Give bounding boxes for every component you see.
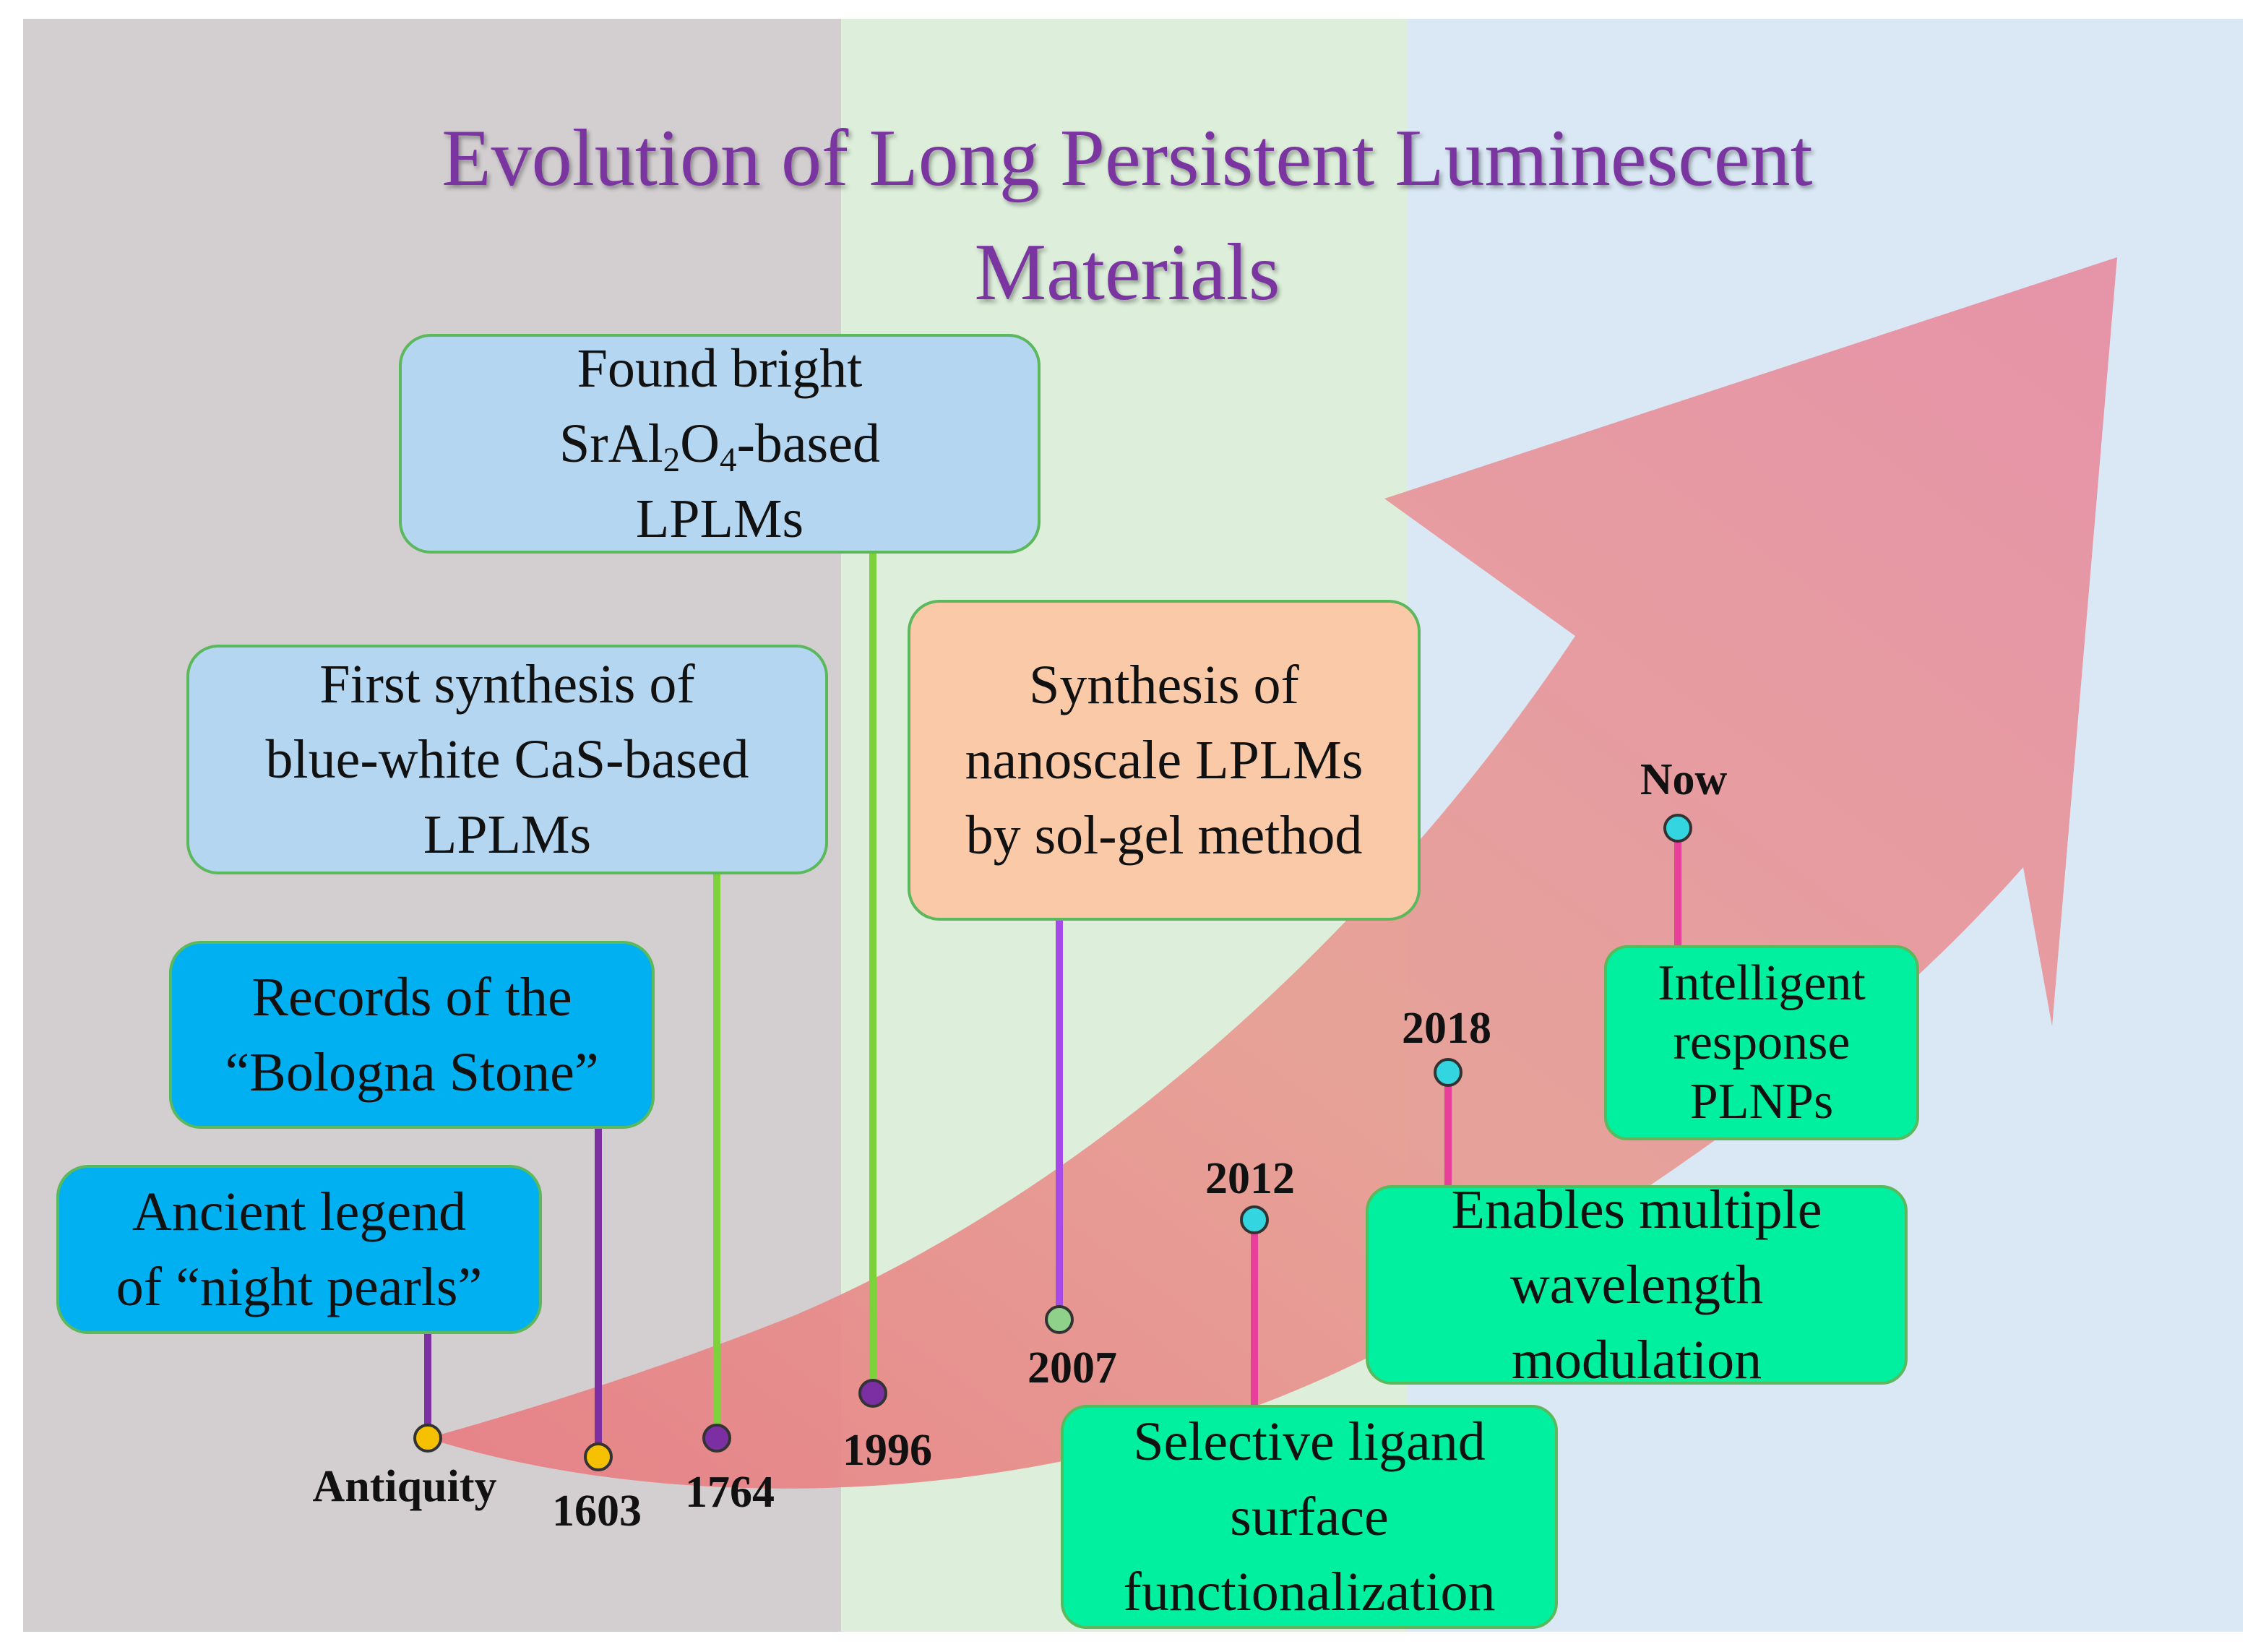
formula-subscript: 4 xyxy=(720,442,737,480)
timeline-marker-2012 xyxy=(1240,1205,1269,1234)
event-text: wavelength xyxy=(1509,1255,1764,1315)
year-label-now: Now xyxy=(1640,755,1728,804)
year-label-1996: 1996 xyxy=(843,1426,932,1475)
timeline-marker-1603 xyxy=(584,1442,613,1471)
event-box-1764: First synthesis of blue-white CaS-based … xyxy=(186,645,828,874)
event-box-now: Intelligent response PLNPs xyxy=(1604,945,1919,1140)
event-box-2007: Synthesis of nanoscale LPLMs by sol-gel … xyxy=(908,600,1421,921)
diagram-title: Evolution of Long Persistent Luminescent… xyxy=(217,101,2038,330)
formula-prefix: SrAl xyxy=(559,413,663,474)
event-text: Ancient legend xyxy=(132,1182,467,1242)
event-text: First synthesis of xyxy=(319,654,695,715)
event-text: modulation xyxy=(1511,1330,1762,1390)
year-label-1603: 1603 xyxy=(552,1487,642,1536)
event-text: Found bright xyxy=(577,338,863,399)
title-line-2: Materials xyxy=(974,228,1280,317)
event-box-antiquity: Ancient legend of “night pearls” xyxy=(56,1165,542,1334)
event-text: Synthesis of xyxy=(1029,655,1299,715)
event-formula: SrAl2O4-based xyxy=(402,406,1038,481)
event-text: Records of the xyxy=(251,967,572,1028)
event-text: surface xyxy=(1230,1487,1389,1547)
timeline-marker-1996 xyxy=(858,1379,887,1408)
event-box-2012: Selective ligand surface functionalizati… xyxy=(1061,1405,1558,1629)
event-text: response xyxy=(1673,1015,1851,1070)
event-text: of “night pearls” xyxy=(116,1257,483,1317)
event-text: Intelligent xyxy=(1658,955,1866,1011)
formula-suffix: -based xyxy=(736,413,880,474)
year-label-1764: 1764 xyxy=(685,1468,775,1517)
event-text: LPLMs xyxy=(635,489,804,549)
event-text: nanoscale LPLMs xyxy=(965,730,1364,791)
event-text: LPLMs xyxy=(423,804,592,865)
title-line-1: Evolution of Long Persistent Luminescent xyxy=(441,113,1813,203)
year-label-2012: 2012 xyxy=(1205,1154,1295,1203)
timeline-marker-now xyxy=(1663,814,1692,843)
event-box-2018: Enables multiple wavelength modulation xyxy=(1366,1179,1908,1390)
year-label-antiquity: Antiquity xyxy=(312,1462,497,1511)
event-text: “Bologna Stone” xyxy=(225,1042,599,1103)
event-box-1603: Records of the “Bologna Stone” xyxy=(169,941,655,1129)
year-label-2007: 2007 xyxy=(1028,1343,1117,1393)
growth-arrow xyxy=(428,257,2117,1489)
event-box-1996: Found bright SrAl2O4-based LPLMs xyxy=(399,334,1041,554)
event-text: blue-white CaS-based xyxy=(265,729,749,790)
year-label-2018: 2018 xyxy=(1402,1004,1491,1053)
timeline-marker-antiquity xyxy=(413,1424,442,1453)
event-text: Selective ligand xyxy=(1133,1411,1486,1472)
formula-subscript: 2 xyxy=(663,442,681,480)
timeline-marker-2018 xyxy=(1434,1058,1462,1087)
event-text: Enables multiple xyxy=(1451,1179,1822,1240)
event-text: by sol-gel method xyxy=(965,805,1363,866)
event-text: PLNPs xyxy=(1689,1074,1834,1130)
timeline-marker-2007 xyxy=(1045,1305,1074,1334)
formula-mid: O xyxy=(680,413,720,474)
event-text: functionalization xyxy=(1123,1562,1496,1622)
timeline-marker-1764 xyxy=(702,1424,731,1453)
